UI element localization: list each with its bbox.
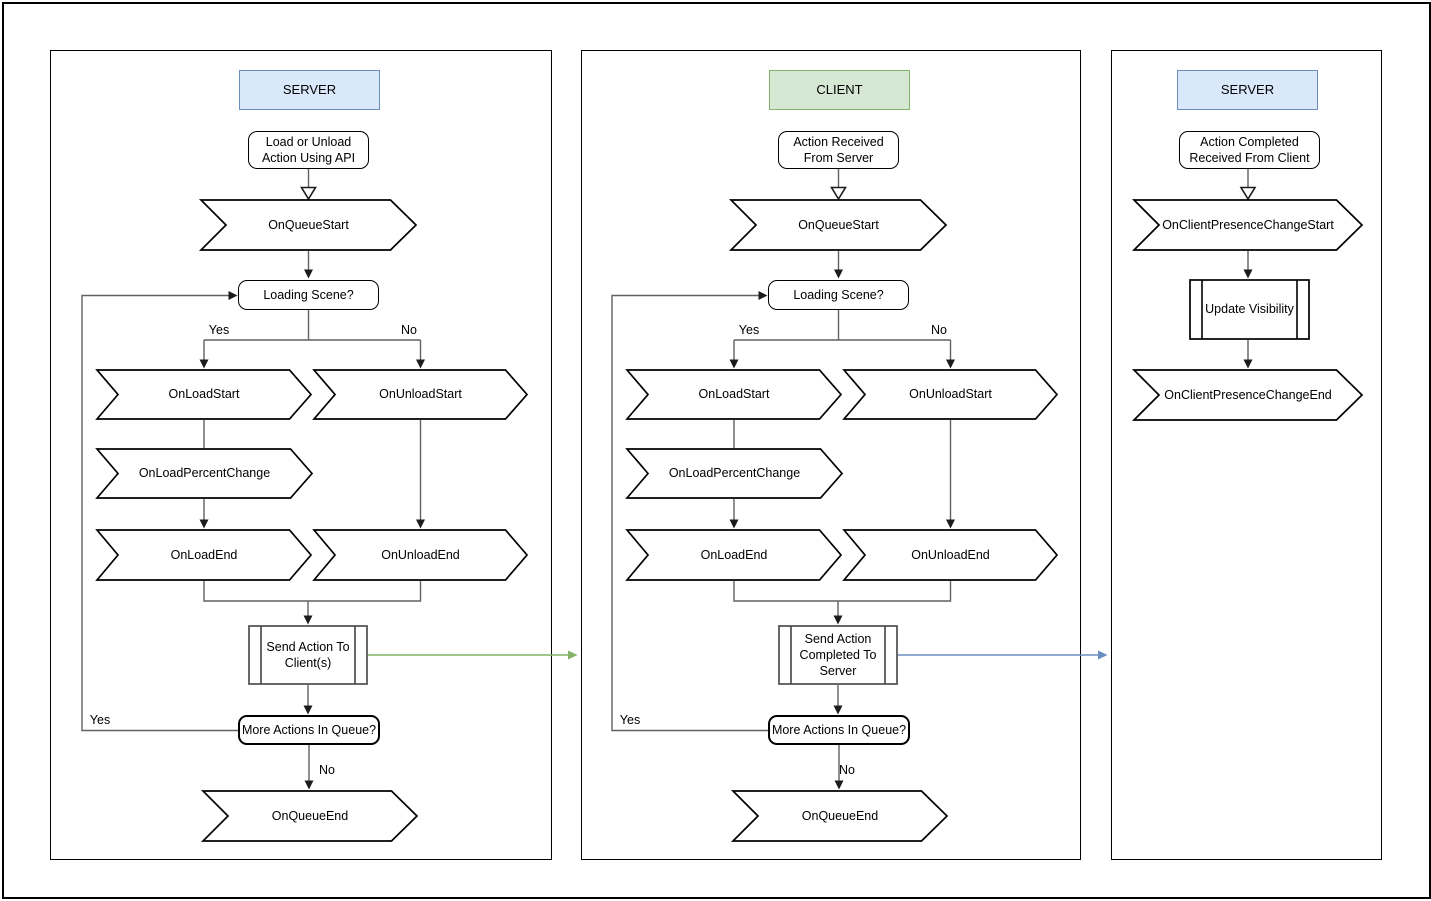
client-onloadstart-node: OnLoadStart	[625, 369, 843, 420]
server-queue-header: SERVER	[239, 70, 380, 110]
client-onloadend-node: OnLoadEnd	[625, 529, 843, 581]
client-onqueuestart-label: OnQueueStart	[798, 217, 879, 232]
step-shape	[625, 448, 844, 499]
client-queue-header: CLIENT	[769, 70, 910, 110]
step-shape	[1131, 199, 1364, 251]
step-shape	[200, 790, 419, 842]
server-onunloadend-node: OnUnloadEnd	[312, 529, 529, 581]
client-onunloadstart-node: OnUnloadStart	[842, 369, 1059, 420]
panel-server-queue	[50, 50, 552, 860]
client-onloadend-label: OnLoadEnd	[700, 547, 768, 562]
server-presence-header: SERVER	[1177, 70, 1318, 110]
server-queue-header-label: SERVER	[282, 81, 337, 97]
step-shape	[312, 369, 529, 420]
step-shape	[95, 529, 313, 581]
client-onunloadstart-label: OnUnloadStart	[909, 387, 992, 402]
presence-start-node: Action Completed Received From Client	[1179, 131, 1320, 169]
server-moreactions-label: More Actions In Queue?	[241, 722, 377, 737]
server-onloadpercentchange-label: OnLoadPercentChange	[138, 466, 271, 481]
predefined-process-shape	[778, 625, 898, 685]
step-shape	[95, 448, 314, 499]
server-no-label: No	[401, 323, 417, 337]
server-loadingscene-label: Loading Scene?	[263, 287, 354, 302]
step-shape	[625, 369, 843, 420]
step-shape	[842, 369, 1059, 420]
server-onloadstart-label: OnLoadStart	[168, 387, 240, 402]
client-yes-label: Yes	[738, 323, 760, 337]
presence-updatevisibility-label: Update Visibility	[1205, 302, 1294, 317]
client-loadingscene-label: Loading Scene?	[793, 287, 884, 302]
client-onloadpercentchange-node: OnLoadPercentChange	[625, 448, 844, 499]
step-shape	[95, 369, 313, 420]
panel-server-presence	[1111, 50, 1382, 860]
server-sendaction-node: Send Action To Client(s)	[248, 625, 368, 685]
server-onqueueend-node: OnQueueEnd	[200, 790, 419, 842]
panel-client-queue	[581, 50, 1081, 860]
server-onunloadstart-node: OnUnloadStart	[312, 369, 529, 420]
server-start-node: Load or Unload Action Using API	[248, 131, 369, 169]
presence-start-label: Action Completed Received From Client	[1189, 134, 1310, 165]
server-onloadend-node: OnLoadEnd	[95, 529, 313, 581]
client-loadingscene-node: Loading Scene?	[768, 280, 909, 310]
server-onqueueend-label: OnQueueEnd	[271, 808, 349, 823]
client-onqueuestart-node: OnQueueStart	[728, 199, 948, 251]
predefined-process-shape	[1189, 279, 1310, 340]
server-moreactions-node: More Actions In Queue?	[238, 715, 380, 745]
server-start-label: Load or Unload Action Using API	[261, 134, 356, 165]
server-onqueuestart-label: OnQueueStart	[268, 217, 349, 232]
server-onloadstart-node: OnLoadStart	[95, 369, 313, 420]
server-presence-header-label: SERVER	[1220, 81, 1275, 97]
server-end-no-label: No	[319, 763, 335, 777]
client-onqueueend-label: OnQueueEnd	[801, 808, 879, 823]
server-onloadend-label: OnLoadEnd	[170, 547, 238, 562]
server-onqueuestart-node: OnQueueStart	[198, 199, 418, 251]
step-shape	[312, 529, 529, 581]
client-start-node: Action Received From Server	[778, 131, 899, 169]
client-moreactions-label: More Actions In Queue?	[771, 722, 907, 737]
client-sendaction-node: Send Action Completed To Server	[778, 625, 898, 685]
server-loadingscene-node: Loading Scene?	[238, 280, 379, 310]
presence-updatevisibility-node: Update Visibility	[1189, 279, 1310, 340]
step-shape	[728, 199, 948, 251]
client-loop-yes-label: Yes	[619, 713, 641, 727]
client-sendaction-label: Send Action Completed To Server	[799, 631, 877, 679]
presence-changestart-label: OnClientPresenceChangeStart	[1162, 217, 1334, 232]
presence-changeend-label: OnClientPresenceChangeEnd	[1164, 387, 1332, 402]
client-onloadstart-label: OnLoadStart	[698, 387, 770, 402]
step-shape	[198, 199, 418, 251]
step-shape	[625, 529, 843, 581]
client-onqueueend-node: OnQueueEnd	[730, 790, 949, 842]
client-end-no-label: No	[839, 763, 855, 777]
client-onunloadend-node: OnUnloadEnd	[842, 529, 1059, 581]
step-shape	[842, 529, 1059, 581]
server-loop-yes-label: Yes	[89, 713, 111, 727]
server-onloadpercentchange-node: OnLoadPercentChange	[95, 448, 314, 499]
client-queue-header-label: CLIENT	[816, 81, 863, 97]
presence-changeend-node: OnClientPresenceChangeEnd	[1131, 369, 1364, 421]
presence-changestart-node: OnClientPresenceChangeStart	[1131, 199, 1364, 251]
server-sendaction-label: Send Action To Client(s)	[266, 639, 350, 670]
step-shape	[730, 790, 949, 842]
client-onloadpercentchange-label: OnLoadPercentChange	[668, 466, 801, 481]
server-onunloadend-label: OnUnloadEnd	[381, 547, 460, 562]
server-yes-label: Yes	[208, 323, 230, 337]
predefined-process-shape	[248, 625, 368, 685]
client-start-label: Action Received From Server	[793, 134, 884, 165]
server-onunloadstart-label: OnUnloadStart	[379, 387, 462, 402]
client-no-label: No	[931, 323, 947, 337]
step-shape	[1131, 369, 1364, 421]
client-moreactions-node: More Actions In Queue?	[768, 715, 910, 745]
client-onunloadend-label: OnUnloadEnd	[911, 547, 990, 562]
